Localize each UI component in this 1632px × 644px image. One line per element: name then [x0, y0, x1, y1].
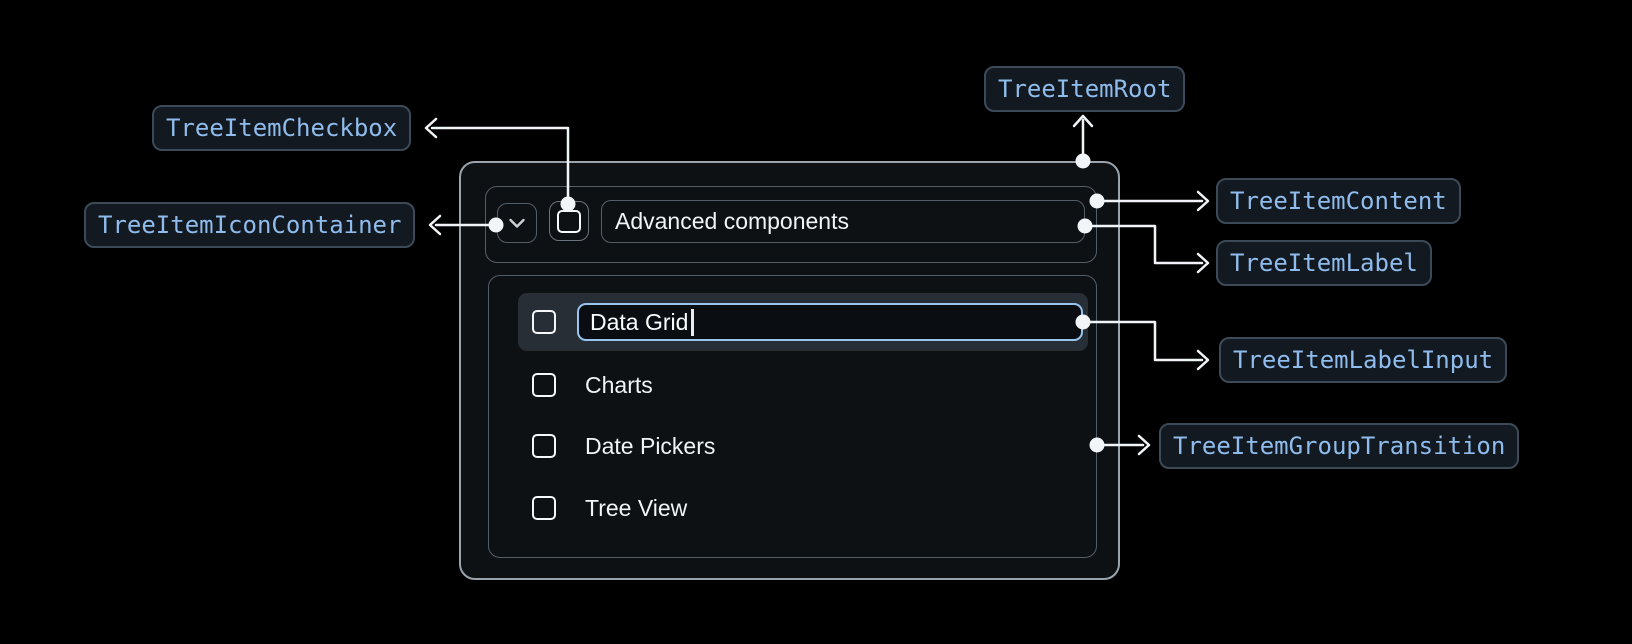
- connector-root: [1072, 114, 1094, 163]
- checkbox-tree-view[interactable]: [532, 496, 556, 520]
- pill-tree-item-root: TreeItemRoot: [984, 66, 1186, 112]
- tree-item-checkbox[interactable]: [549, 201, 589, 241]
- chevron-down-icon: [509, 218, 525, 228]
- tree-item-tree-view[interactable]: Tree View: [585, 495, 688, 521]
- tree-item-date-pickers[interactable]: Date Pickers: [585, 433, 716, 459]
- text-cursor: [691, 308, 694, 336]
- checkbox-data-grid[interactable]: [532, 310, 556, 334]
- parent-label-text: Advanced components: [615, 208, 849, 234]
- pill-tree-item-group-transition: TreeItemGroupTransition: [1159, 423, 1520, 469]
- pill-tree-item-label-input: TreeItemLabelInput: [1219, 337, 1508, 383]
- tree-item-label[interactable]: Advanced components: [601, 200, 1085, 243]
- checkbox-unchecked-icon: [557, 209, 581, 233]
- label-input-value: Data Grid: [590, 308, 689, 335]
- checkbox-charts[interactable]: [532, 373, 556, 397]
- tree-item-label-input[interactable]: Data Grid: [577, 303, 1083, 341]
- pill-tree-item-checkbox: TreeItemCheckbox: [152, 105, 412, 151]
- tree-item-group-transition: [488, 275, 1097, 558]
- checkbox-date-pickers[interactable]: [532, 434, 556, 458]
- pill-tree-item-content: TreeItemContent: [1216, 178, 1461, 224]
- tree-item-charts[interactable]: Charts: [585, 372, 653, 398]
- pill-tree-item-label: TreeItemLabel: [1216, 240, 1432, 286]
- pill-tree-item-icon-container: TreeItemIconContainer: [84, 202, 416, 248]
- tree-item-icon-container[interactable]: [497, 203, 537, 243]
